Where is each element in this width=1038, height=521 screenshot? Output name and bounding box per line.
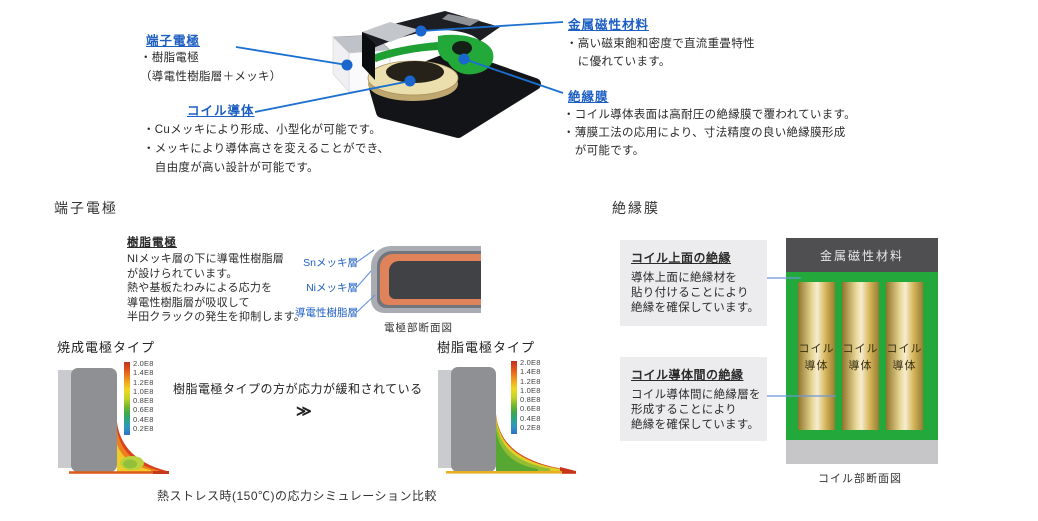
- sim-resin-electrode-image: [438, 367, 576, 474]
- sim-stress-fillet-high: [69, 422, 169, 474]
- coil-gap-insulation-title: コイル導体間の絶縁: [631, 368, 744, 382]
- coil-conductor-column: コイル 導体: [798, 282, 835, 430]
- insulation-green-region: コイル 導体 コイル 導体 コイル 導体: [786, 272, 938, 440]
- simulation-caption: 熱ストレス時(150℃)の応力シミュレーション比較: [157, 489, 438, 503]
- callout-coil-line: ・メッキにより導体高さを変えることができ、: [143, 143, 390, 155]
- sim-board: [58, 370, 74, 468]
- resin-electrode-line: 導電性樹脂層が吸収して: [127, 296, 250, 309]
- sim-stress-fillet-relaxed: [446, 414, 576, 474]
- resin-electrode-description: NIメッキ層の下に導電性樹脂層 が設けられています。 熱や基板たわみによる応力を…: [127, 252, 305, 325]
- callout-coil-line: ・Cuメッキにより形成、小型化が可能です。: [143, 124, 382, 136]
- sim-fired-electrode-image: [58, 368, 169, 474]
- substrate-band: [786, 440, 938, 464]
- resin-electrode-line: 熱や基板たわみによる応力を: [127, 282, 273, 294]
- sim-component-block: [451, 367, 496, 472]
- double-chevron-icon: ≫: [296, 403, 312, 420]
- cross-section-caption: 電極部断面図: [384, 322, 453, 334]
- coil-conductor-column: コイル 導体: [842, 282, 879, 430]
- callout-insulation-line: が可能です。: [563, 145, 645, 157]
- coil-top-insulation-title: コイル上面の絶縁: [631, 251, 732, 265]
- callout-terminal-line: ・樹脂電極: [140, 52, 199, 64]
- insulation-section-heading: 絶縁膜: [612, 200, 660, 216]
- magnetic-material-band: 金属磁性材料: [786, 238, 938, 272]
- callout-terminal-body: ・樹脂電極 （導電性樹脂層＋メッキ）: [140, 49, 282, 87]
- sim-board: [438, 370, 453, 468]
- callout-magnetic-line: ・高い磁束飽和密度で直流重畳特性: [566, 38, 755, 50]
- coil-diagram-caption: コイル部断面図: [818, 473, 902, 485]
- resin-electrode-line: NIメッキ層の下に導電性樹脂層: [127, 253, 284, 265]
- stress-scale-labels-right: 2.0E8 1.4E8 1.2E8 1.0E8 0.8E8 0.6E8 0.4E…: [520, 358, 541, 433]
- callout-insulation-line: ・コイル導体表面は高耐圧の絶縁膜で覆われています。: [563, 109, 856, 121]
- coil-cross-section-diagram: 金属磁性材料 コイル 導体 コイル 導体 コイル 導体: [786, 238, 938, 464]
- electrode-core: [389, 261, 481, 299]
- coil-gap-insulation-box: コイル導体間の絶縁 コイル導体間に絶縁層を 形成することにより 絶縁を確保してい…: [620, 357, 767, 441]
- electrode-cross-section: [365, 240, 481, 318]
- callout-insulation-title: 絶縁膜: [568, 90, 609, 104]
- sim-right-title: 樹脂電極タイプ: [437, 340, 536, 355]
- callout-coil-line: 自由度が高い設計が可能です。: [143, 162, 319, 174]
- sim-component-block: [71, 368, 117, 472]
- layer-label-sn: Snメッキ層: [303, 257, 358, 269]
- callout-magnetic-line: に優れています。: [566, 56, 671, 68]
- resin-electrode-title: 樹脂電極: [127, 237, 177, 249]
- callout-coil-body: ・Cuメッキにより形成、小型化が可能です。 ・メッキにより導体高さを変えることが…: [143, 121, 389, 178]
- stress-scale-bar-right: [511, 361, 517, 434]
- coil-top-insulation-box: コイル上面の絶縁 導体上面に絶縁材を 貼り付けることにより 絶縁を確保しています…: [620, 240, 767, 326]
- coil-conductor-ring: [367, 60, 459, 101]
- callout-insulation-body: ・コイル導体表面は高耐圧の絶縁膜で覆われています。 ・薄膜工法の応用により、寸法…: [563, 106, 856, 160]
- electrode-section-heading: 端子電極: [54, 200, 118, 216]
- callout-terminal-title: 端子電極: [146, 34, 201, 48]
- callout-magnetic-title: 金属磁性材料: [568, 18, 650, 32]
- layer-label-resin: 導電性樹脂層: [295, 307, 358, 319]
- resin-electrode-line: が設けられています。: [127, 267, 238, 280]
- resin-electrode-line: 半田クラックの発生を抑制します。: [127, 311, 306, 323]
- layer-label-ni: Niメッキ層: [306, 282, 358, 294]
- callout-terminal-line: （導電性樹脂層＋メッキ）: [140, 71, 282, 83]
- callout-insulation-line: ・薄膜工法の応用により、寸法精度の良い絶縁膜形成: [563, 127, 846, 139]
- sim-comparison-note: 樹脂電極タイプの方が応力が緩和されている: [173, 382, 423, 396]
- stress-scale-bar-left: [124, 362, 130, 435]
- callout-magnetic-body: ・高い磁束飽和密度で直流重畳特性 に優れています。: [566, 35, 755, 71]
- stress-scale-labels-left: 2.0E8 1.4E8 1.2E8 1.0E8 0.8E8 0.6E8 0.4E…: [133, 359, 154, 434]
- sim-left-title: 焼成電極タイプ: [57, 340, 156, 355]
- callout-coil-title: コイル導体: [187, 104, 255, 118]
- coil-conductor-column: コイル 導体: [886, 282, 923, 430]
